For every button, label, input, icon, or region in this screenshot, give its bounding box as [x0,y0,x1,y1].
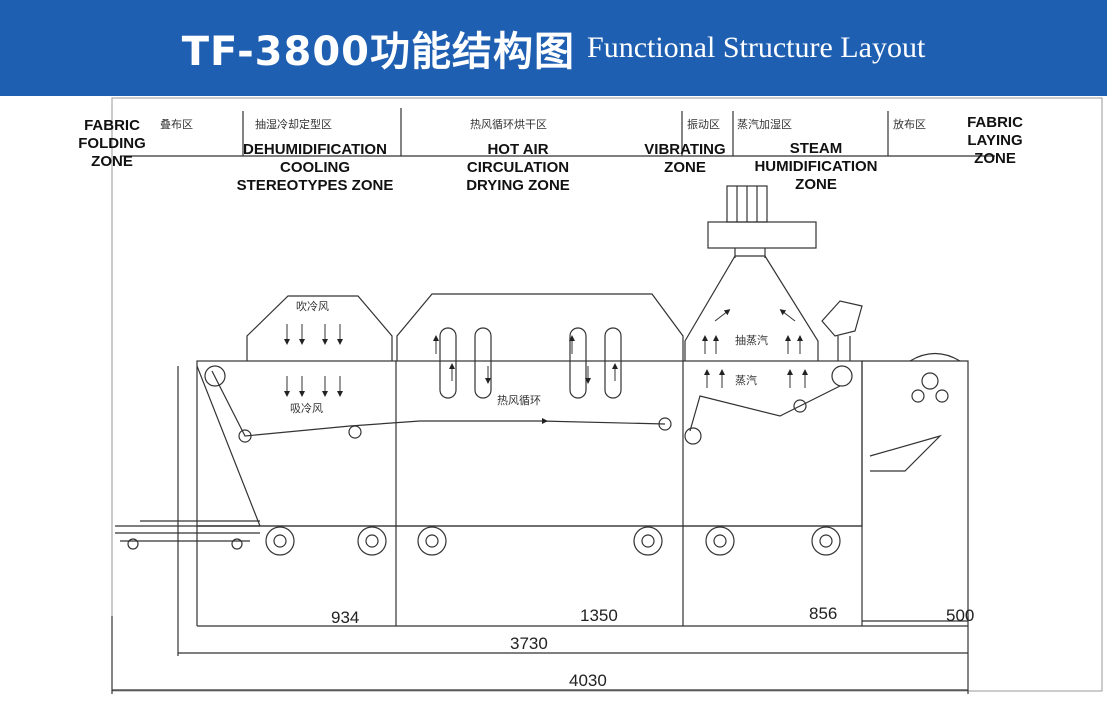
inner-label-extract-steam: 抽蒸汽 [735,334,768,347]
cooling-hood [246,295,393,361]
zone-label-hot-air: HOT AIR CIRCULATION DRYING ZONE [466,141,570,194]
zone-cn-label-vibrating: 振动区 [687,118,720,131]
page-frame [111,97,1103,692]
guide-roller [204,365,226,387]
wheel [265,526,295,556]
hot-air-loop [569,327,587,399]
title-english: Functional Structure Layout [587,31,926,64]
guide-roller [658,417,672,431]
guide-roller [935,389,949,403]
inner-label-hot-air-circulation: 热风循环 [497,394,541,407]
dimension-934: 934 [331,608,360,627]
hot-air-loop [474,327,492,399]
inner-label-suck-cold-air: 吸冷风 [290,402,323,415]
wheel [633,526,663,556]
laying-canopy [909,352,961,362]
dimension-1350: 1350 [580,606,618,625]
inner-label-steam: 蒸汽 [735,374,757,387]
structure-diagram: 叠布区 抽湿冷却定型区 热风循环烘干区 振动区 蒸汽加湿区 放布区 FABRIC… [0,96,1107,701]
folding-frame [177,365,261,616]
fabric-path [211,370,666,437]
guide-roller [684,427,702,445]
zone-label-steam: STEAM HUMIDIFICATION ZONE [754,140,878,193]
zone-cn-label-folding: 叠布区 [160,118,193,131]
dimension-500: 500 [946,606,975,625]
steam-exhaust-box [707,221,817,249]
drying-hood [396,293,684,361]
title-chinese: TF-3800功能结构图 [181,29,576,75]
dimension-4030: 4030 [569,671,607,690]
hot-air-loop [604,327,622,399]
guide-roller [831,365,853,387]
zone-cn-label-laying: 放布区 [893,118,926,131]
zone-cn-label-steam: 蒸汽加湿区 [737,118,792,131]
side-motor [821,300,863,337]
wheel [357,526,387,556]
zone-label-laying: FABRIC LAYING ZONE [967,114,1023,167]
fabric-path-steam [689,385,841,432]
zone-cn-label-dehumidification: 抽湿冷却定型区 [255,118,332,131]
folding-conveyor [115,520,260,534]
wheel [811,526,841,556]
guide-roller [238,429,252,443]
dimension-856: 856 [809,604,838,623]
wheel [705,526,735,556]
guide-roller [911,389,925,403]
guide-roller [921,372,939,390]
dimension-3730: 3730 [510,634,548,653]
laying-chute [869,434,943,472]
laying-frame [862,360,969,622]
wheel [231,538,243,550]
machine-drawing [111,97,1103,694]
zone-label-dehumidification: DEHUMIDIFICATION COOLING STEREOTYPES ZON… [236,141,394,194]
header-banner: TF-3800功能结构图 Functional Structure Layout [0,0,1107,96]
wheels [127,526,841,556]
guide-roller [348,425,362,439]
hot-air-loop [439,327,457,399]
guide-roller [793,399,807,413]
wheel [417,526,447,556]
wheel [127,538,139,550]
steam-hood [684,255,819,361]
machine-body [196,360,863,527]
inner-label-blow-cold-air: 吹冷风 [296,300,329,313]
zone-label-folding: FABRIC FOLDING ZONE [78,117,146,170]
zone-cn-label-hot-air: 热风循环烘干区 [470,118,547,131]
zone-label-vibrating: VIBRATING ZONE [644,141,726,176]
